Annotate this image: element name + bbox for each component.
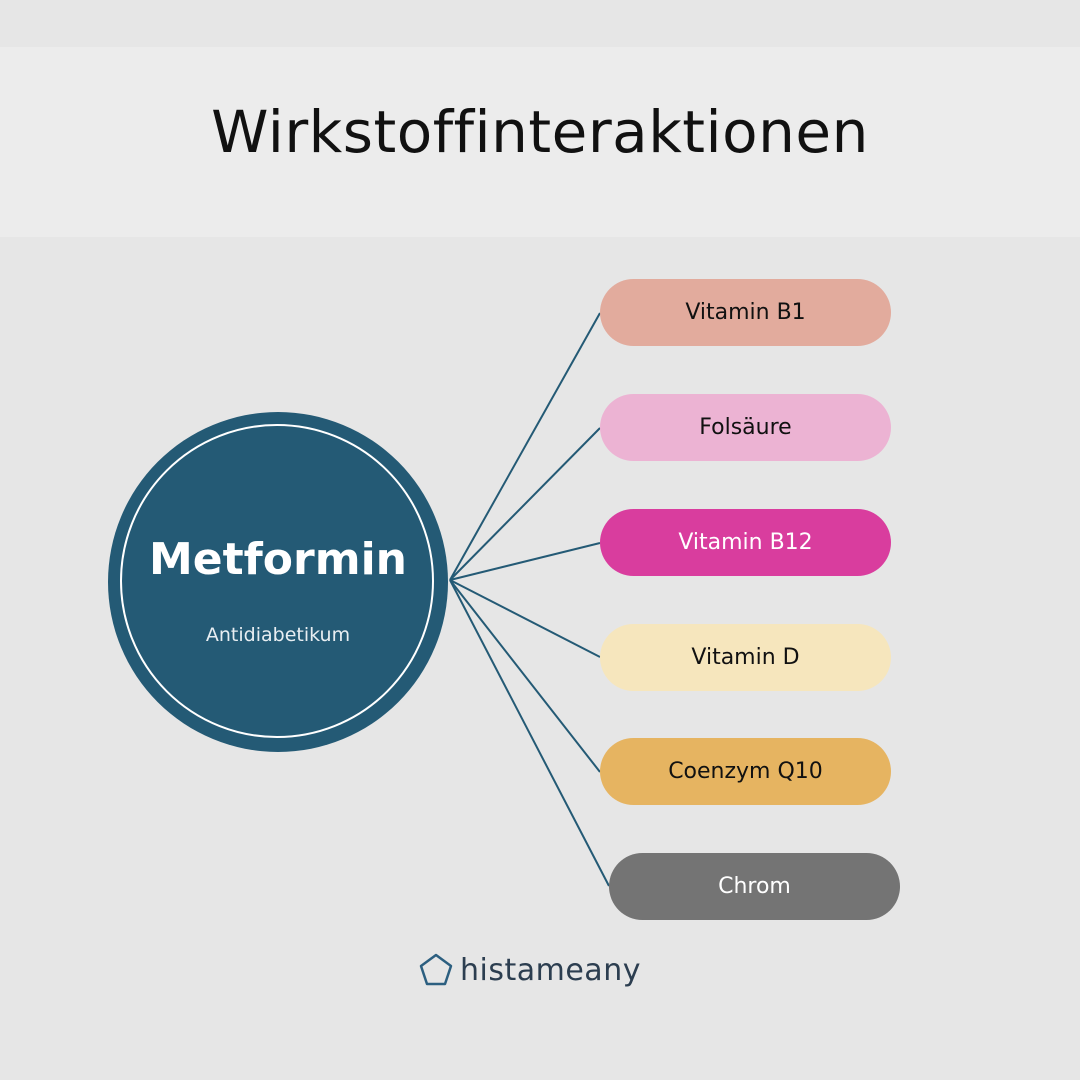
pill-label: Vitamin B12	[678, 530, 813, 555]
connector-line-4	[449, 579, 601, 658]
interaction-pill-chrom: Chrom	[609, 853, 900, 920]
page-title: Wirkstoffinteraktionen	[211, 98, 869, 166]
connector-line-2	[449, 427, 601, 581]
brand-name: histameany	[460, 952, 641, 988]
interaction-pill-vitamin-b1: Vitamin B1	[600, 279, 891, 346]
interaction-pill-folsaeure: Folsäure	[600, 394, 891, 461]
connector-line-3	[449, 542, 601, 581]
pill-label: Chrom	[718, 874, 791, 899]
connector-line-5	[449, 579, 601, 773]
header-band	[0, 47, 1080, 237]
hub-ring	[120, 424, 434, 738]
interaction-pill-coenzym-q10: Coenzym Q10	[600, 738, 891, 805]
connector-line-6	[449, 579, 610, 887]
brand-logo: histameany	[418, 950, 641, 990]
connector-line-1	[449, 312, 601, 581]
pill-label: Folsäure	[699, 415, 792, 440]
pill-label: Vitamin D	[691, 645, 800, 670]
interaction-pill-vitamin-d: Vitamin D	[600, 624, 891, 691]
interaction-pill-vitamin-b12: Vitamin B12	[600, 509, 891, 576]
pill-label: Coenzym Q10	[668, 759, 823, 784]
pentagon-icon	[419, 953, 453, 986]
hub-name: Metformin	[149, 534, 407, 585]
hub-subtitle: Antidiabetikum	[205, 624, 351, 646]
pill-label: Vitamin B1	[685, 300, 806, 325]
hub-circle: Metformin Antidiabetikum	[108, 412, 448, 752]
